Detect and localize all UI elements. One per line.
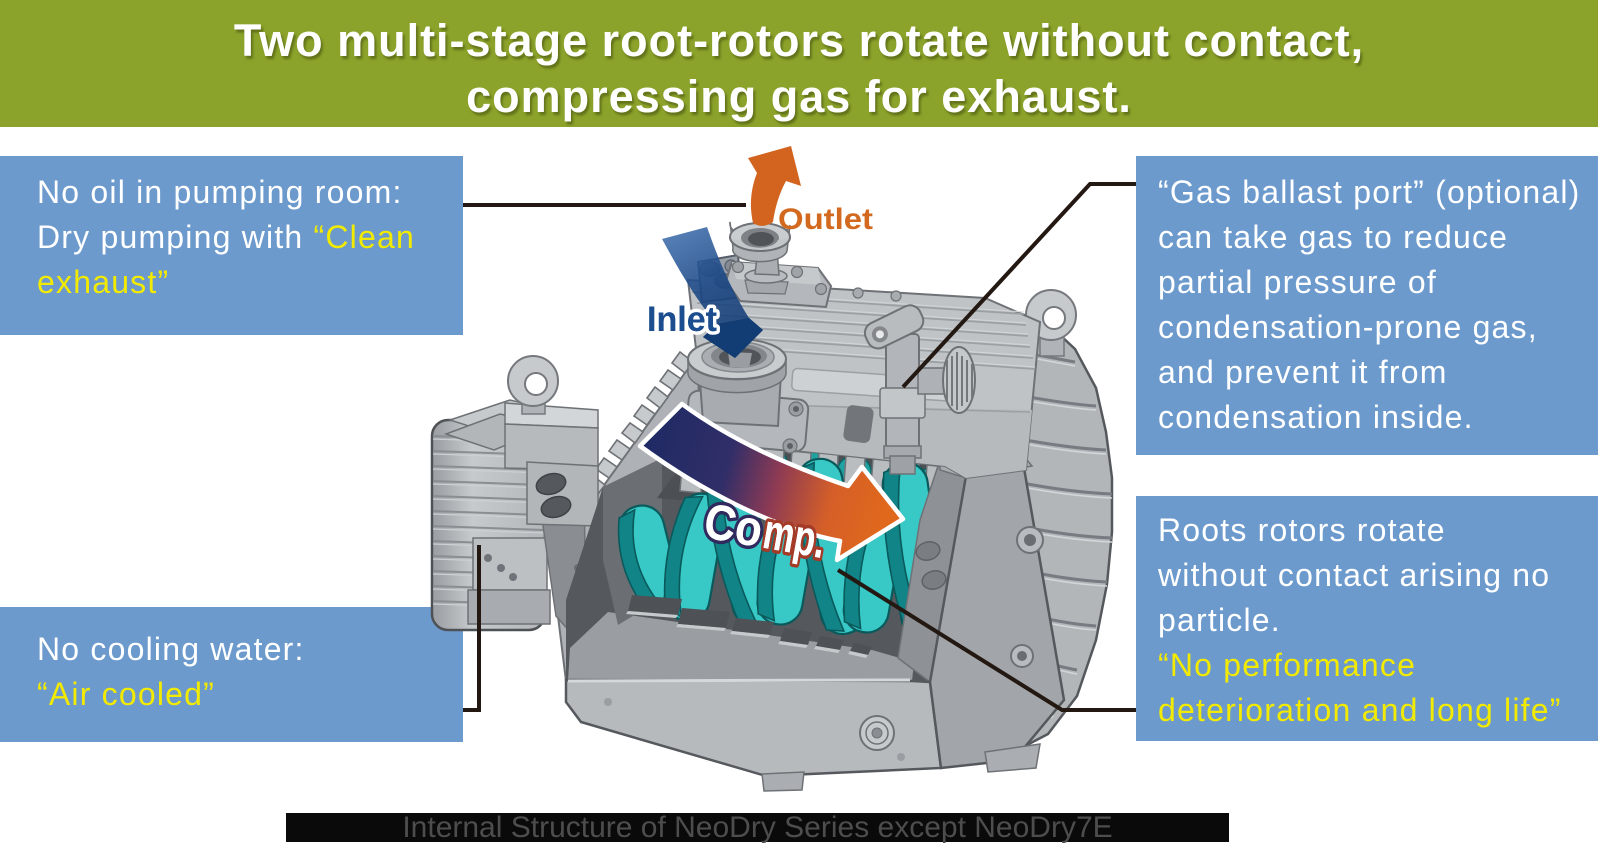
svg-text:Inlet: Inlet xyxy=(647,300,717,339)
svg-text:Co: Co xyxy=(700,493,767,558)
svg-text:Inlet: Inlet xyxy=(647,300,717,339)
svg-text:mp.: mp. xyxy=(759,503,830,569)
svg-text:Outlet: Outlet xyxy=(778,203,873,236)
svg-text:Co: Co xyxy=(700,493,767,558)
svg-text:mp.: mp. xyxy=(759,503,830,569)
